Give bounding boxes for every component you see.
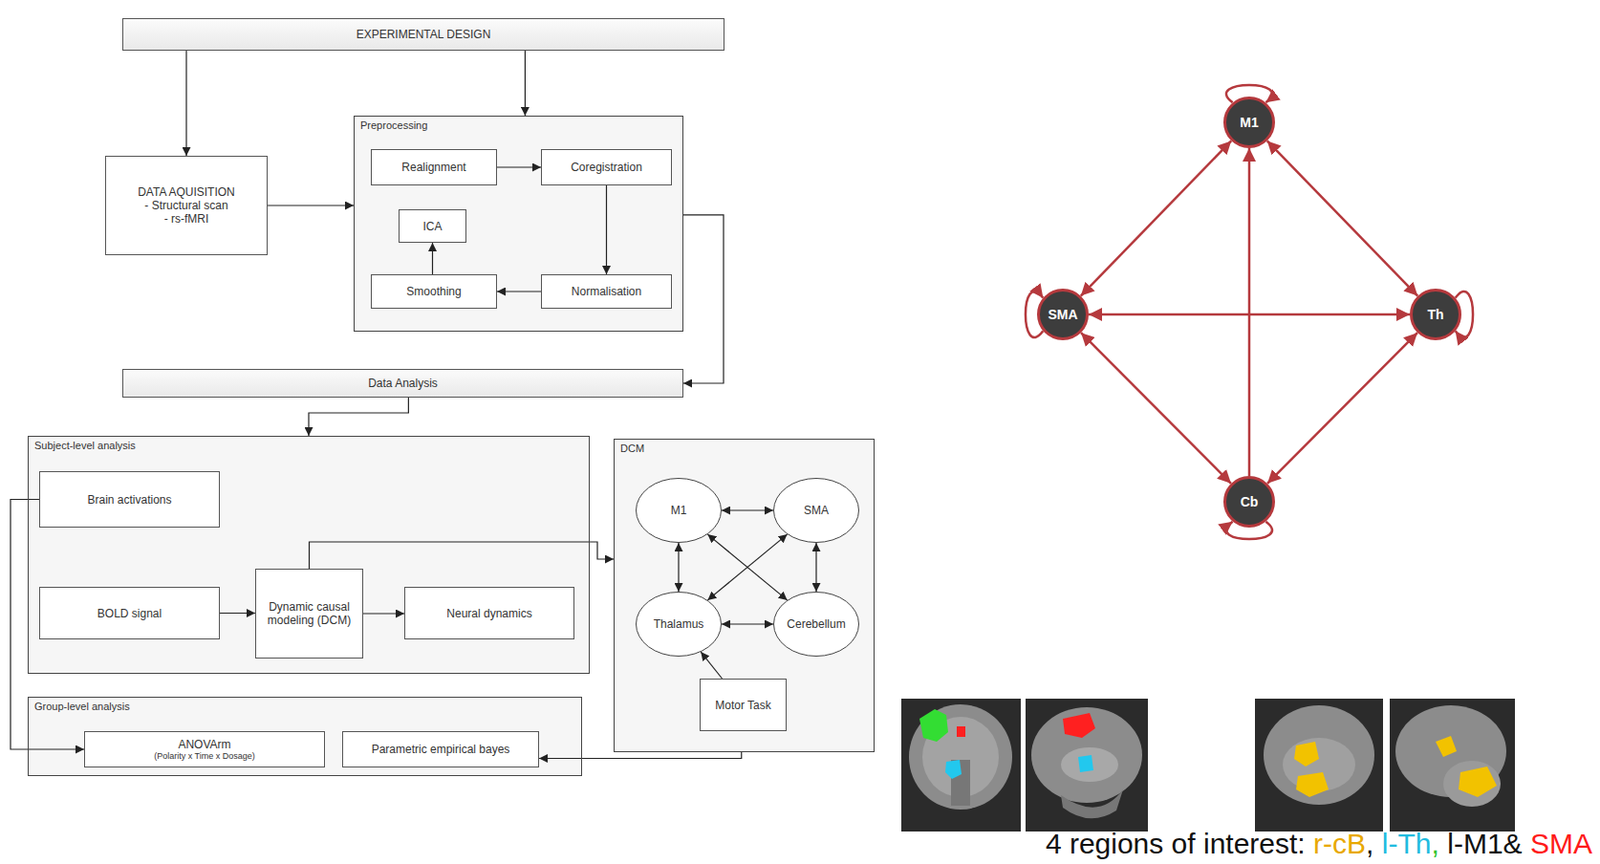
process-box: Dynamic causal modeling (DCM): [255, 568, 364, 659]
region-ellipse: Cerebellum: [773, 591, 860, 657]
stage-bar: Data Analysis: [122, 368, 684, 398]
node-text: Smoothing: [406, 284, 461, 299]
flow-arrow: [721, 509, 774, 511]
flow-arrow: [605, 185, 607, 275]
node-text: Cerebellum: [786, 617, 845, 631]
flow-arrow: [707, 534, 787, 601]
node-text: Motor Task: [714, 698, 771, 713]
node-text: Cb: [1240, 494, 1259, 510]
caption-text: 4 regions of interest:: [1045, 827, 1306, 860]
stage-bar: EXPERIMENTAL DESIGN: [122, 18, 725, 51]
panel-fill: [613, 438, 875, 753]
flow-arrow: [432, 242, 433, 275]
process-box: Realignment: [370, 149, 498, 186]
flow-arrow: [267, 204, 354, 206]
node-text: (Polarity x Time x Dosage): [153, 751, 256, 762]
node-text: Realignment: [401, 160, 466, 174]
process-box: DATA AQUISITION- Structural scan- rs-fMR…: [105, 155, 268, 256]
node-text: Normalisation: [571, 284, 642, 299]
connection-arrow: [1081, 332, 1232, 484]
node-text: Coregistration: [570, 160, 643, 174]
coronal-slice: [1254, 698, 1384, 832]
coronal-slice: [901, 698, 1021, 832]
group-panel: Subject-level analysisBrain activationsB…: [27, 435, 590, 674]
node-text: - rs-fMRI: [164, 212, 210, 226]
process-box: Neural dynamics: [404, 586, 575, 640]
process-box: ICA: [398, 209, 467, 243]
region-node: Cb: [1223, 475, 1276, 528]
panel-fill: [353, 115, 684, 332]
connection-arrow: [1267, 140, 1418, 296]
region-node: Th: [1409, 288, 1462, 341]
flow-arrow: [309, 541, 615, 569]
node-text: Brain activations: [86, 493, 172, 507]
caption-text: l-M1: [1447, 827, 1503, 860]
region-ellipse: SMA: [773, 477, 860, 543]
node-text: M1: [670, 503, 688, 518]
flow-arrow: [721, 623, 774, 625]
panel-heading: DCM: [614, 439, 874, 455]
region-ellipse: M1: [635, 477, 722, 543]
node-text: ANOVArm: [177, 737, 231, 752]
caption-text: r-cB: [1313, 827, 1366, 860]
region-node: SMA: [1037, 288, 1089, 341]
panel-fill: [27, 696, 583, 777]
node-text: Neural dynamics: [446, 606, 532, 621]
process-box: ANOVArm(Polarity x Time x Dosage): [84, 731, 325, 768]
node-text: SMA: [803, 503, 829, 518]
sagittal-slice: [1025, 698, 1148, 832]
flow-arrow: [683, 215, 724, 384]
group-panel: PreprocessingRealignment CoregistrationIC…: [353, 115, 684, 332]
process-box: Parametric empirical bayes: [342, 731, 540, 768]
node-text: M1: [1239, 114, 1258, 130]
node-text: Th: [1427, 306, 1444, 323]
caption-text: ,: [1365, 827, 1374, 860]
flow-arrow: [815, 542, 817, 592]
region-ellipse: Thalamus: [635, 591, 722, 657]
node-text: DATA AQUISITION: [137, 185, 236, 199]
process-box: Motor Task: [699, 678, 787, 732]
caption-text: SMA: [1530, 827, 1593, 860]
caption-text: ,: [1431, 827, 1440, 860]
region-node: M1: [1223, 96, 1276, 149]
group-panel: Group-level analysisANOVArm(Polarity x T…: [27, 696, 583, 777]
process-box: Smoothing: [370, 274, 498, 309]
node-text: ICA: [422, 219, 442, 234]
node-text: - Structural scan: [144, 198, 228, 213]
panel-heading: Subject-level analysis: [28, 436, 589, 453]
connection-arrow: [1081, 140, 1232, 296]
panel-heading: Preprocessing: [354, 116, 683, 132]
flow-arrow: [363, 612, 405, 614]
node-text: Dynamic causal modeling (DCM): [259, 600, 359, 628]
sagittal-slice: [1389, 698, 1515, 832]
node-text: Thalamus: [653, 617, 705, 631]
flow-arrow: [677, 542, 679, 592]
connection-arrow: [1267, 332, 1418, 484]
caption-text: l-Th: [1382, 827, 1432, 860]
flow-arrow: [707, 534, 787, 601]
process-box: Normalisation: [540, 274, 672, 309]
flow-arrow: [497, 290, 541, 292]
process-box: BOLD signal: [39, 586, 220, 640]
caption-line: 4 regions of interest:r-cB,l-Th,l-M1&SMA: [1045, 827, 1593, 861]
node-text: BOLD signal: [97, 606, 162, 621]
flow-arrow: [185, 50, 187, 156]
flow-arrow: [308, 397, 409, 436]
node-text: SMA: [1047, 306, 1078, 323]
flow-arrow: [700, 651, 722, 679]
process-box: Coregistration: [540, 149, 672, 186]
group-panel: DCM M1 SMA Thalamus CerebellumMotor Task: [613, 438, 875, 753]
connection-arrow: [1248, 148, 1252, 476]
flow-arrow: [497, 166, 541, 168]
node-text: Parametric empirical bayes: [371, 742, 511, 757]
flow-arrow: [539, 752, 742, 759]
node-text: EXPERIMENTAL DESIGN: [356, 27, 492, 42]
caption-text: &: [1503, 827, 1523, 860]
flow-arrow: [219, 612, 256, 614]
process-box: Brain activations: [39, 471, 220, 528]
panel-heading: Group-level analysis: [28, 697, 582, 714]
flow-arrow: [524, 50, 526, 116]
node-text: Data Analysis: [367, 376, 438, 390]
